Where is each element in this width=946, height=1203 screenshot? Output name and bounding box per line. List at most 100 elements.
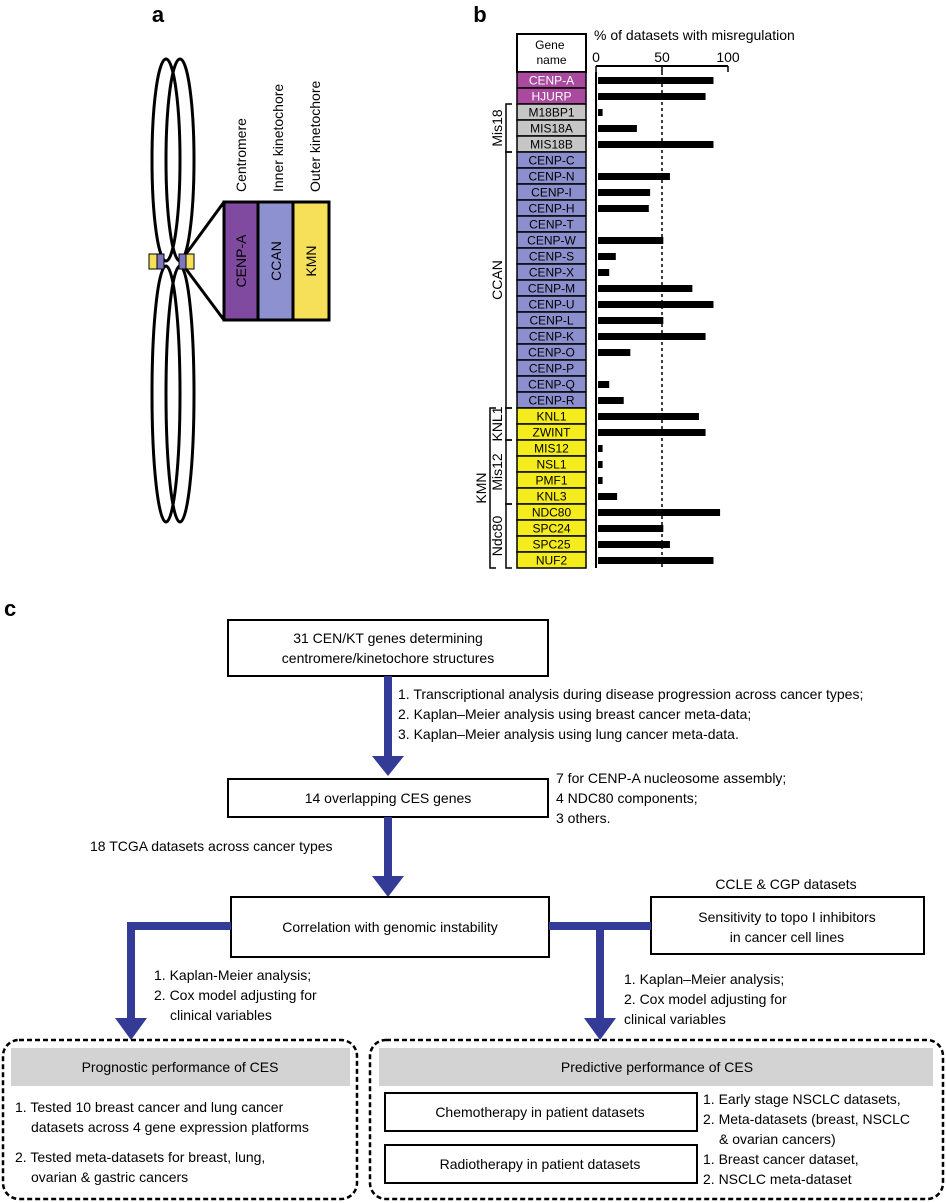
ces-note-3: 3 others. [556, 810, 610, 826]
bar [598, 541, 670, 548]
bar [598, 397, 624, 404]
cen-kt-genes-box [227, 619, 549, 677]
bar [598, 93, 706, 100]
prognostic-item-2-line-1: 2. Tested meta-datasets for breast, lung… [15, 1149, 265, 1165]
radiotherapy-box [384, 1144, 698, 1184]
bar [598, 509, 721, 516]
topo-inhibitors-box [650, 896, 925, 955]
inner-kinetochore-column-label: Inner kinetochore [270, 84, 286, 192]
prognostic-item-1-line-1: 1. Tested 10 breast cancer and lung canc… [15, 1099, 284, 1115]
cen-kt-genes-line-2: centromere/kinetochore structures [282, 650, 494, 666]
gene-label: HJURP [531, 90, 571, 104]
gene-label: PMF1 [535, 474, 567, 488]
panel-a: a CENP-A CCAN KMN Centromere Inner kinet… [148, 2, 331, 524]
left-step-1: 1. Kaplan-Meier analysis; [154, 967, 311, 983]
bar [598, 285, 693, 292]
x-tick-label: 50 [654, 49, 670, 65]
gene-label: CENP-C [528, 154, 574, 168]
x-axis: 0 50 100 [592, 49, 740, 568]
bar [598, 269, 610, 276]
gene-label: CENP-R [528, 394, 574, 408]
chemo-note-3: & ovarian cancers) [719, 1131, 836, 1147]
gene-label: CENP-K [529, 330, 574, 344]
chemo-note-2: 2. Meta-datasets (breast, NSCLC [703, 1111, 910, 1127]
gene-label: CENP-X [529, 266, 574, 280]
group-brackets [489, 103, 512, 569]
gene-label: CENP-N [528, 170, 574, 184]
kinetochore-boxes [222, 200, 331, 322]
x-tick-label: 100 [716, 49, 740, 65]
chemotherapy-label: Chemotherapy in patient datasets [435, 1104, 644, 1120]
kmn-box-label: KMN [303, 245, 319, 276]
bar [598, 525, 664, 532]
gene-label: KNL1 [536, 410, 566, 424]
topo-inhibitors-line-2: in cancer cell lines [730, 929, 844, 945]
step-3-km-lung: 3. Kaplan–Meier analysis using lung canc… [398, 726, 739, 742]
centromere-column-label: Centromere [233, 118, 249, 192]
mis12-group-label: Mis12 [489, 453, 505, 491]
prognostic-item-1-line-2: datasets across 4 gene expression platfo… [31, 1119, 309, 1135]
bar [598, 445, 603, 452]
bar [598, 205, 649, 212]
gene-label: CENP-O [528, 346, 575, 360]
mis18-group-label: Mis18 [489, 109, 505, 147]
left-step-2: 2. Cox model adjusting for [154, 987, 317, 1003]
bars [598, 77, 721, 564]
chromosome-drawing [150, 57, 196, 524]
chemo-note-1: 1. Early stage NSCLC datasets, [703, 1091, 901, 1107]
bar [598, 173, 670, 180]
gene-name-header: Gene name [535, 38, 568, 67]
cenp-a-box-label: CENP-A [233, 234, 249, 288]
step-2-km-breast: 2. Kaplan–Meier analysis using breast ca… [398, 706, 751, 722]
ccan-group-label: CCAN [489, 260, 505, 300]
panel-c-label: c [4, 596, 16, 621]
gene-label: NSL1 [536, 458, 566, 472]
gene-label: CENP-P [529, 362, 574, 376]
panel-c: c 31 CEN/KT genes determining centromere… [1, 596, 945, 1201]
ccle-cgp-label: CCLE & CGP datasets [715, 876, 856, 892]
gene-label: CENP-L [529, 314, 573, 328]
topo-inhibitors-line-1: Sensitivity to topo I inhibitors [698, 909, 875, 925]
prognostic-item-2-line-2: ovarian & gastric cancers [31, 1169, 188, 1185]
gene-label: NDC80 [532, 506, 572, 520]
left-branch-arrow [115, 922, 231, 1040]
arrow-down-1 [372, 676, 404, 776]
bar [598, 461, 603, 468]
panel-b-label: b [473, 2, 486, 27]
gene-label: SPC25 [532, 538, 570, 552]
gene-label: KNL3 [536, 490, 566, 504]
cen-kt-genes-line-1: 31 CEN/KT genes determining [293, 630, 483, 646]
kmn-group-label: KMN [473, 472, 489, 503]
ccan-box-label: CCAN [268, 241, 284, 281]
panel-a-label: a [152, 2, 165, 27]
gene-rows: CENP-AHJURPM18BP1MIS18AMIS18BCENP-CCENP-… [516, 71, 587, 569]
predictive-header-band [379, 1048, 933, 1086]
gene-label: MIS18A [530, 122, 573, 136]
bar [598, 301, 714, 308]
gene-label: ZWINT [533, 426, 572, 440]
axis-title: % of datasets with misregulation [594, 27, 795, 43]
gene-label: CENP-T [529, 218, 574, 232]
chemotherapy-box [384, 1092, 698, 1132]
predictive-header: Predictive performance of CES [561, 1059, 753, 1075]
gene-label: MIS12 [534, 442, 569, 456]
bar [598, 109, 603, 116]
gene-label: MIS18B [530, 138, 573, 152]
bar [598, 381, 610, 388]
bar [598, 413, 699, 420]
centromere-marks [148, 253, 195, 270]
gene-label: CENP-W [527, 234, 576, 248]
step-1-transcriptional: 1. Transcriptional analysis during disea… [398, 686, 863, 702]
x-tick-label: 0 [592, 49, 600, 65]
bar [598, 237, 664, 244]
outer-kinetochore-column-label: Outer kinetochore [307, 81, 323, 192]
right-step-3: clinical variables [624, 1011, 726, 1027]
gene-label: M18BP1 [528, 106, 574, 120]
bar [598, 253, 616, 260]
gene-label: CENP-M [528, 282, 575, 296]
gene-label: CENP-H [528, 202, 574, 216]
zoom-lines [184, 201, 226, 321]
gene-label: CENP-Q [528, 378, 575, 392]
bar [598, 557, 714, 564]
